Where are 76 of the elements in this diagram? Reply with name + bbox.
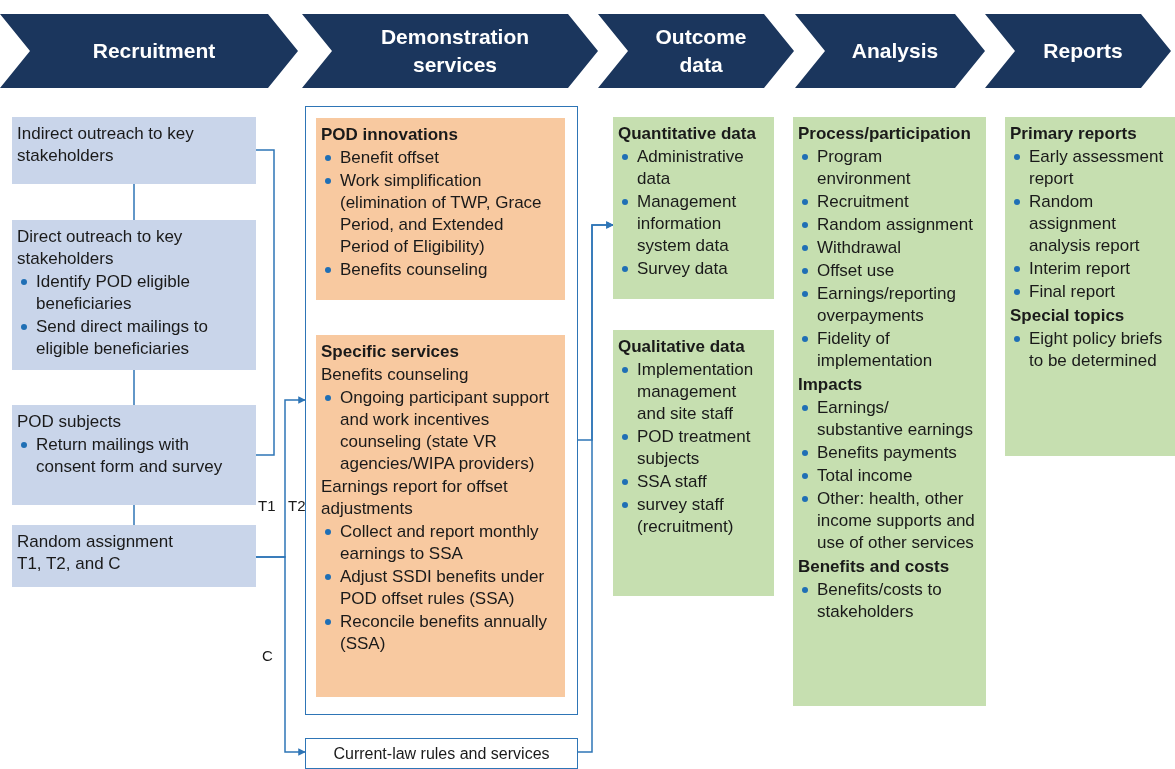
bullet-item: Collect and report monthly earnings to SSA (321, 521, 557, 565)
bullet-item: Offset use (798, 260, 978, 282)
bullet-item: Return mailings with consent form and survey (17, 434, 248, 478)
bullet-item: Random assignment (798, 214, 978, 236)
bullet-item: Ongoing participant support and work incentives counseling (state VR agencies/WIPA providers) (321, 387, 557, 475)
bullet-item: Random assignment analysis report (1010, 191, 1167, 257)
box-heading: Special topics (1010, 305, 1126, 327)
bullet-item: Benefits/costs to stakeholders (798, 579, 978, 623)
box-heading: Specific services (321, 341, 460, 363)
box-text: Benefits counseling (321, 364, 470, 386)
bullet-item: Total income (798, 465, 978, 487)
info-box (613, 117, 774, 299)
group-frame (305, 106, 578, 715)
bullet-item: Benefit offset (321, 147, 557, 169)
bullet-item: Benefits payments (798, 442, 978, 464)
box-heading: Process/participation (798, 123, 972, 145)
stage-label: Recruitment (91, 38, 217, 64)
bullet-item: Adjust SSDI benefits under POD offset rules (SSA) (321, 566, 557, 610)
bullet-item: Management information system data (618, 191, 766, 257)
arrow (577, 221, 614, 753)
info-box (316, 335, 565, 697)
bullet-item: Benefits counseling (321, 259, 557, 281)
bullet-item: Reconcile benefits annually (SSA) (321, 611, 557, 655)
bullet-item: Work simplification (elimination of TWP, Grace Period, and Extended Period of Eligibility) (321, 170, 557, 258)
group-label: T2 (288, 497, 306, 515)
connector-line (255, 149, 275, 456)
info-box (613, 330, 774, 596)
stage-label: Reports (1042, 38, 1124, 64)
stage-label: Demonstration services (379, 24, 531, 78)
group-label: C (262, 647, 273, 665)
bullet-item: Earnings/ substantive earnings (798, 397, 978, 441)
process-box (305, 738, 578, 769)
connector-line (133, 504, 135, 526)
info-box (1005, 117, 1175, 456)
bullet-item: Program environment (798, 146, 978, 190)
box-heading: Primary reports (1010, 123, 1138, 145)
info-box (12, 525, 256, 587)
bullet-item: POD treatment subjects (618, 426, 766, 470)
info-box (12, 117, 256, 184)
connector-line (133, 369, 135, 406)
bullet-item: Earnings/reporting overpayments (798, 283, 978, 327)
bullet-item: Administrative data (618, 146, 766, 190)
stage-label: Outcome data (654, 24, 748, 78)
info-box (12, 220, 256, 370)
box-text: Indirect outreach to key stakeholders (17, 123, 195, 167)
bullet-item: Eight policy briefs to be determined (1010, 328, 1167, 372)
bullet-item: Other: health, other income supports and use of other services (798, 488, 978, 554)
info-box (12, 405, 256, 505)
box-text: Random assignment T1, T2, and C (17, 531, 174, 575)
connector-line (133, 183, 135, 221)
bullet-item: Fidelity of implementation (798, 328, 978, 372)
bullet-item: Final report (1010, 281, 1167, 303)
box-heading: Qualitative data (618, 336, 746, 358)
bullet-item: Implementation management and site staff (618, 359, 766, 425)
info-box (793, 117, 986, 706)
bullet-item: Withdrawal (798, 237, 978, 259)
bullet-item: Interim report (1010, 258, 1167, 280)
bullet-item: Recruitment (798, 191, 978, 213)
group-label: T1 (258, 497, 276, 515)
bullet-item: Survey data (618, 258, 766, 280)
box-heading: Quantitative data (618, 123, 757, 145)
info-box (316, 118, 565, 300)
bullet-item: Early assessment report (1010, 146, 1167, 190)
box-heading: POD innovations (321, 124, 459, 146)
stage-label: Analysis (850, 38, 940, 64)
bullet-item: Identify POD eligible beneficiaries (17, 271, 248, 315)
box-text: Current-law rules and services (333, 744, 550, 763)
box-heading: Benefits and costs (798, 556, 951, 578)
box-text: POD subjects (17, 411, 122, 433)
bullet-item: survey staff (recruitment) (618, 494, 766, 538)
box-text: Direct outreach to key stakeholders (17, 226, 184, 270)
box-heading: Impacts (798, 374, 864, 396)
bullet-item: SSA staff (618, 471, 766, 493)
box-text: Earnings report for offset adjustments (321, 476, 509, 520)
bullet-item: Send direct mailings to eligible beneficiaries (17, 316, 248, 360)
arrow (255, 556, 306, 756)
